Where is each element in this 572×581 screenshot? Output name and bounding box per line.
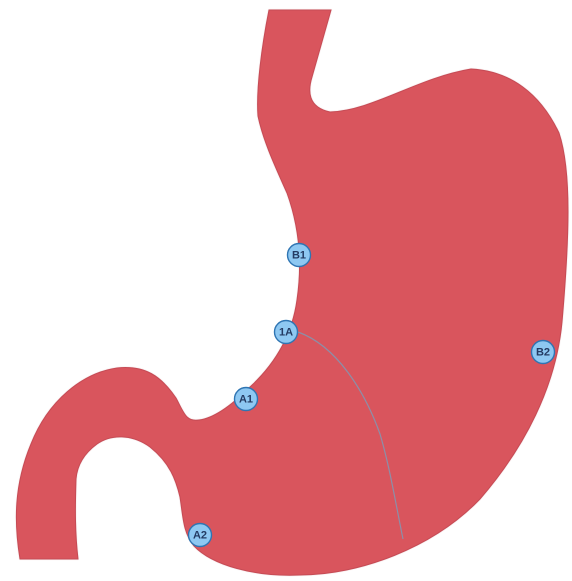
marker-a2-label: A2 xyxy=(193,529,207,541)
marker-b2: B2 xyxy=(532,341,555,364)
marker-b2-label: B2 xyxy=(536,346,550,358)
marker-b1: B1 xyxy=(288,244,311,267)
marker-1a-label: 1A xyxy=(279,326,293,338)
marker-b1-label: B1 xyxy=(292,249,306,261)
marker-a1-label: A1 xyxy=(239,393,253,405)
marker-a2: A2 xyxy=(189,524,212,547)
marker-1a: 1A xyxy=(275,321,298,344)
stomach-shape xyxy=(16,10,568,575)
marker-a1: A1 xyxy=(235,388,258,411)
